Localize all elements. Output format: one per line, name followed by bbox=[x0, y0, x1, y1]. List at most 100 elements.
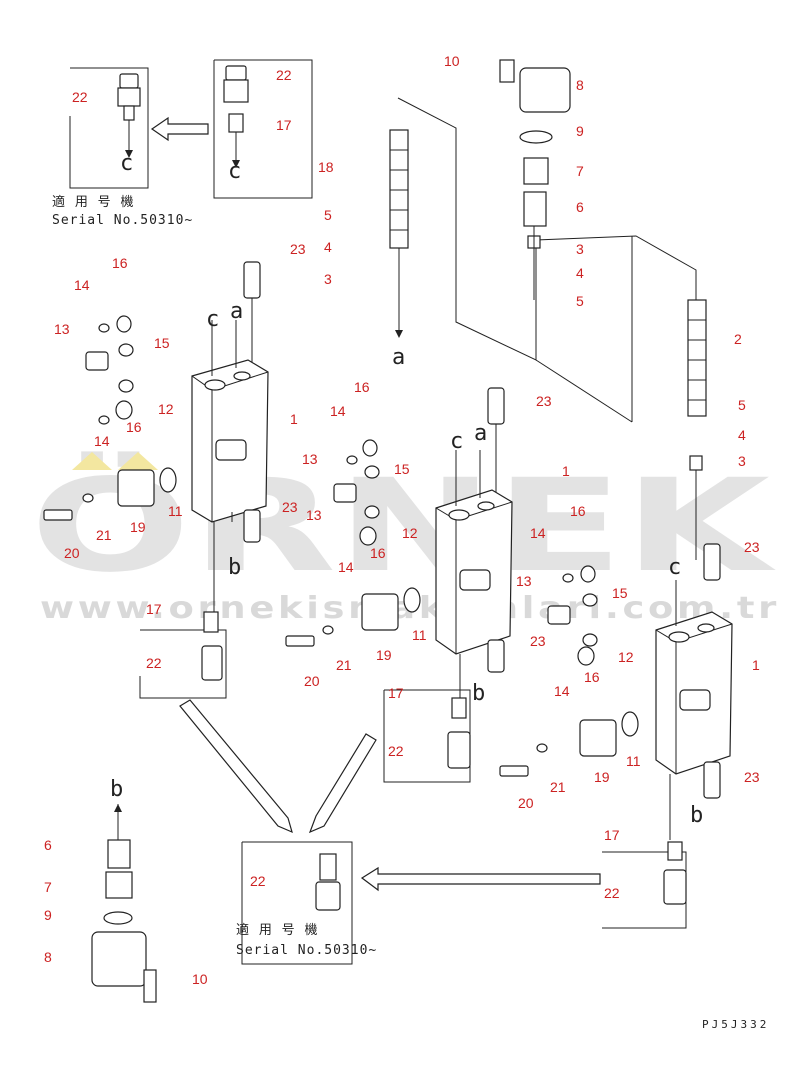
flow-letter-b: b bbox=[228, 555, 241, 580]
callout-19: 19 bbox=[130, 519, 146, 535]
watermark-accent-left bbox=[72, 452, 112, 470]
callout-16: 16 bbox=[370, 545, 386, 561]
cap-assembly-top bbox=[499, 59, 571, 300]
callout-21: 21 bbox=[550, 779, 566, 795]
callout-2: 2 bbox=[734, 331, 742, 347]
serial-number-bottom: Serial No.50310~ bbox=[236, 943, 377, 958]
callout-17: 17 bbox=[146, 601, 162, 617]
drawing-code: PJ5J332 bbox=[702, 1018, 769, 1031]
covers-and-bolts bbox=[43, 469, 617, 777]
callout-19: 19 bbox=[594, 769, 610, 785]
callout-22: 22 bbox=[604, 885, 620, 901]
callout-14: 14 bbox=[530, 525, 546, 541]
callout-14: 14 bbox=[94, 433, 110, 449]
spool-assembly-18 bbox=[389, 97, 697, 423]
callout-20: 20 bbox=[518, 795, 534, 811]
callout-21: 21 bbox=[336, 657, 352, 673]
callout-23: 23 bbox=[536, 393, 552, 409]
callout-19: 19 bbox=[376, 647, 392, 663]
flow-letter-a: a bbox=[474, 421, 487, 446]
seals-and-plugs bbox=[85, 315, 639, 737]
callout-18: 18 bbox=[318, 159, 334, 175]
callout-15: 15 bbox=[612, 585, 628, 601]
callout-14: 14 bbox=[330, 403, 346, 419]
inset-top-left bbox=[69, 59, 313, 199]
flow-letter-c: c bbox=[228, 159, 241, 184]
serial-label-top: 適 用 号 機 bbox=[52, 194, 134, 210]
serial-number-top: Serial No.50310~ bbox=[52, 213, 193, 228]
callout-11: 11 bbox=[168, 503, 183, 519]
callout-23: 23 bbox=[290, 241, 306, 257]
callout-13: 13 bbox=[302, 451, 318, 467]
callout-23: 23 bbox=[282, 499, 298, 515]
spool-2 bbox=[687, 299, 707, 560]
callout-22: 22 bbox=[146, 655, 162, 671]
callout-12: 12 bbox=[402, 525, 418, 541]
callout-1: 1 bbox=[752, 657, 760, 673]
callout-22: 22 bbox=[250, 873, 266, 889]
flow-letters: c c a c a b c a b c b b bbox=[110, 151, 703, 828]
flow-letter-c: c bbox=[668, 555, 681, 580]
callout-17: 17 bbox=[604, 827, 620, 843]
callout-14: 14 bbox=[74, 277, 90, 293]
callout-15: 15 bbox=[154, 335, 170, 351]
callout-5: 5 bbox=[738, 397, 746, 413]
callout-6: 6 bbox=[44, 837, 52, 853]
callout-13: 13 bbox=[54, 321, 70, 337]
callout-13: 13 bbox=[516, 573, 532, 589]
flow-letter-b: b bbox=[690, 803, 703, 828]
callout-17: 17 bbox=[276, 117, 292, 133]
valve-section-right bbox=[655, 543, 733, 840]
callout-1: 1 bbox=[562, 463, 570, 479]
callout-16: 16 bbox=[570, 503, 586, 519]
callout-4: 4 bbox=[738, 427, 746, 443]
callout-17: 17 bbox=[388, 685, 404, 701]
callout-8: 8 bbox=[576, 77, 584, 93]
callout-3: 3 bbox=[324, 271, 332, 287]
flow-letter-a: a bbox=[392, 345, 405, 370]
callout-3: 3 bbox=[576, 241, 584, 257]
callout-20: 20 bbox=[304, 673, 320, 689]
callout-1: 1 bbox=[290, 411, 298, 427]
callout-7: 7 bbox=[44, 879, 52, 895]
callout-9: 9 bbox=[576, 123, 584, 139]
callout-23: 23 bbox=[530, 633, 546, 649]
valve-section-left bbox=[191, 261, 269, 612]
watermark-accent-right bbox=[118, 452, 158, 470]
callout-7: 7 bbox=[576, 163, 584, 179]
callout-23: 23 bbox=[744, 539, 760, 555]
callout-16: 16 bbox=[584, 669, 600, 685]
callout-9: 9 bbox=[44, 907, 52, 923]
callout-10: 10 bbox=[444, 53, 460, 69]
flow-letter-c: c bbox=[120, 151, 133, 176]
callout-6: 6 bbox=[576, 199, 584, 215]
serial-label-bottom: 適 用 号 機 bbox=[236, 922, 318, 938]
callout-11: 11 bbox=[412, 627, 427, 643]
callout-12: 12 bbox=[618, 649, 634, 665]
flow-letter-a: a bbox=[230, 299, 243, 324]
callout-21: 21 bbox=[96, 527, 112, 543]
callout-14: 14 bbox=[338, 559, 354, 575]
flow-letter-c: c bbox=[206, 307, 219, 332]
lower-insets bbox=[139, 611, 687, 965]
callout-22: 22 bbox=[388, 743, 404, 759]
callout-3: 3 bbox=[738, 453, 746, 469]
callout-5: 5 bbox=[576, 293, 584, 309]
callout-10: 10 bbox=[192, 971, 208, 987]
callout-12: 12 bbox=[158, 401, 174, 417]
callout-15: 15 bbox=[394, 461, 410, 477]
callout-11: 11 bbox=[626, 753, 641, 769]
callout-23: 23 bbox=[744, 769, 760, 785]
serial-notes: 適 用 号 機 Serial No.50310~ 適 用 号 機 Serial … bbox=[52, 194, 377, 958]
callout-8: 8 bbox=[44, 949, 52, 965]
flow-letter-c: c bbox=[450, 429, 463, 454]
callout-14: 14 bbox=[554, 683, 570, 699]
flow-letter-b: b bbox=[110, 777, 123, 802]
callout-numbers: 22 22 17 10 8 9 7 6 3 4 5 18 5 4 3 23 16… bbox=[44, 53, 760, 987]
cap-assembly-bottom bbox=[91, 804, 157, 1003]
callout-13: 13 bbox=[306, 507, 322, 523]
callout-16: 16 bbox=[112, 255, 128, 271]
callout-16: 16 bbox=[126, 419, 142, 435]
callout-4: 4 bbox=[576, 265, 584, 281]
